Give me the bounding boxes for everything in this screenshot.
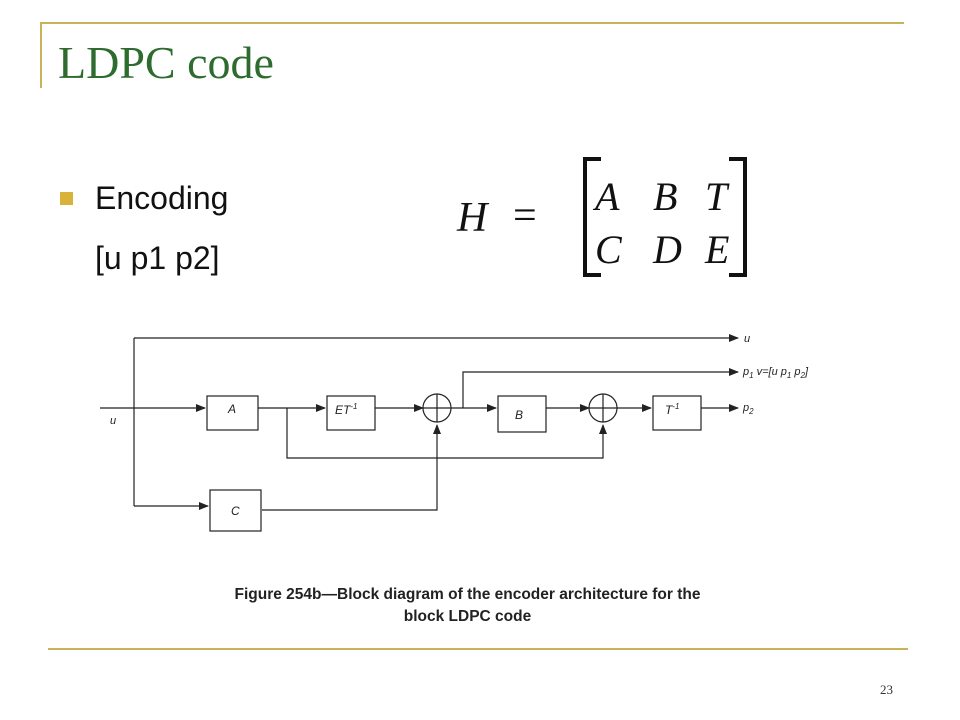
output-u-label: u bbox=[744, 333, 750, 345]
p1-v-label: p1 v=[u p1 p2] bbox=[742, 366, 809, 380]
block-b bbox=[497, 395, 547, 433]
matrix-cell-c: C bbox=[595, 227, 623, 272]
block-t-label: T-1 bbox=[665, 402, 679, 417]
bullet-text: Encoding bbox=[95, 180, 229, 216]
bottom-frame-line bbox=[48, 648, 908, 650]
block-b-label: B bbox=[515, 408, 523, 422]
caption-line-2: block LDPC code bbox=[403, 608, 532, 625]
block-t-inverse bbox=[652, 395, 702, 431]
bullet-item-encoding: Encoding bbox=[60, 180, 228, 217]
square-bullet-icon bbox=[60, 192, 73, 205]
caption-line-1: Figure 254b—Block diagram of the encoder… bbox=[234, 586, 701, 603]
p2-label: p2 bbox=[742, 402, 754, 416]
block-et-inverse bbox=[326, 395, 376, 431]
matrix-cell-a: A bbox=[592, 174, 620, 219]
slide-title: LDPC code bbox=[58, 37, 274, 88]
bypass-line bbox=[286, 408, 607, 459]
block-et-label: ET-1 bbox=[335, 402, 357, 417]
left-bracket bbox=[583, 157, 601, 277]
input-u-label: u bbox=[110, 415, 116, 427]
matrix-cell-b: B bbox=[653, 174, 677, 219]
p1-output-line bbox=[462, 368, 739, 408]
parity-matrix-equation: H = A B T C D E bbox=[456, 157, 747, 277]
right-bracket bbox=[729, 157, 747, 277]
block-c-label: C bbox=[231, 504, 240, 518]
matrix-cell-t: T bbox=[705, 174, 730, 219]
matrix-equals: = bbox=[513, 193, 537, 239]
block-a bbox=[206, 395, 259, 431]
block-c bbox=[209, 489, 262, 532]
left-frame-line bbox=[40, 22, 42, 88]
page-number: 23 bbox=[880, 682, 893, 697]
figure-caption: Figure 254b—Block diagram of the encoder… bbox=[180, 584, 755, 628]
matrix-lhs: H bbox=[456, 195, 490, 241]
c-feedback-line bbox=[262, 424, 441, 511]
matrix-cell-d: D bbox=[652, 227, 682, 272]
matrix-cell-e: E bbox=[704, 227, 729, 272]
encoder-block-diagram: A ET-1 B T-1 C u u p1 v=[u p1 p2] p2 bbox=[100, 333, 809, 532]
top-frame-line bbox=[40, 22, 904, 24]
codeword-text: [u p1 p2] bbox=[95, 240, 220, 276]
block-a-label: A bbox=[227, 402, 236, 416]
